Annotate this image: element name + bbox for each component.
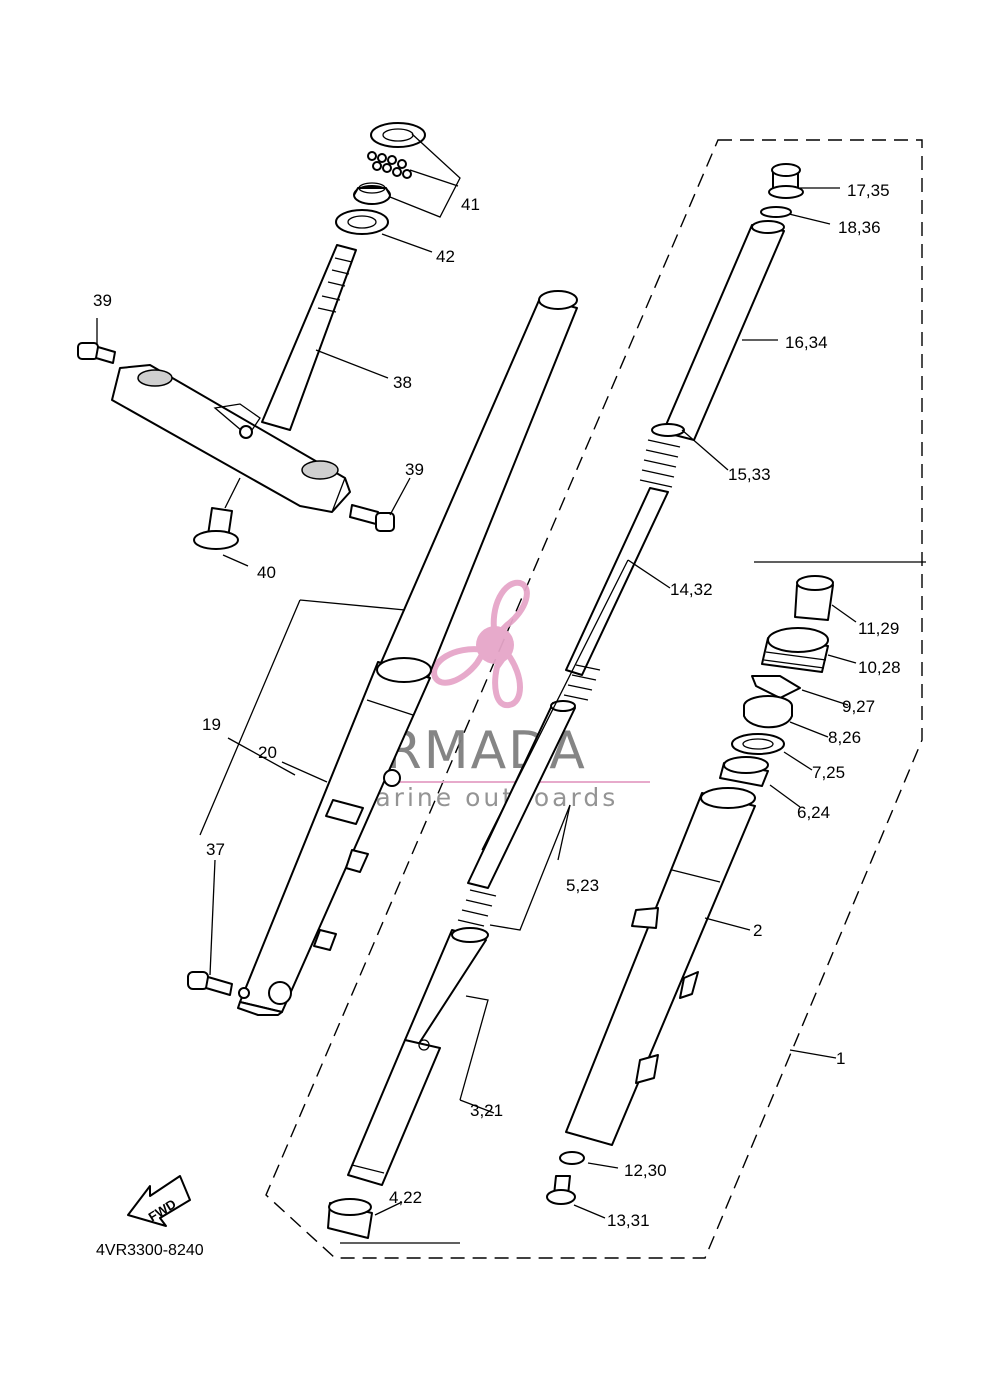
part-bolt-39b: [349, 504, 395, 532]
callout-6-24: 6,24: [797, 803, 830, 822]
callout-8-26: 8,26: [828, 728, 861, 747]
part-outer-tube-right: [565, 787, 756, 1146]
callout-37: 37: [206, 840, 225, 859]
callout-17-35: 17,35: [847, 181, 890, 200]
part-washer-7: [731, 733, 785, 755]
part-bushing-6: [719, 756, 769, 787]
callout-3-21: 3,21: [470, 1101, 503, 1120]
callout-12-30: 12,30: [624, 1161, 667, 1180]
part-clip-9: [751, 675, 801, 699]
part-cap-bolt: [768, 163, 804, 199]
callout-10-28: 10,28: [858, 658, 901, 677]
callout-labels: 41 42 39 38 39 40 17,35 18,36 16,34 15,3…: [93, 181, 901, 1230]
assembly-boundary-dashed: [265, 139, 923, 1259]
callout-5-23: 5,23: [566, 876, 599, 895]
callout-4-22: 4,22: [389, 1188, 422, 1207]
watermark-tagline: marine outboards: [348, 783, 618, 812]
fwd-arrow-icon: FWD: [127, 1175, 191, 1227]
callout-15-33: 15,33: [728, 465, 771, 484]
part-spring-seat: [651, 423, 685, 437]
part-oil-seal-10: [761, 627, 829, 673]
part-steering-stem: [261, 244, 357, 431]
callout-40: 40: [257, 563, 276, 582]
callout-19: 19: [202, 715, 221, 734]
part-bearing-race-lower: [335, 209, 389, 235]
callout-9-27: 9,27: [842, 697, 875, 716]
callout-14-32: 14,32: [670, 580, 713, 599]
callout-2: 2: [753, 921, 762, 940]
part-bolt-39a: [77, 342, 116, 364]
callout-39: 39: [93, 291, 112, 310]
part-drain-bolt-13: [546, 1175, 576, 1205]
callout-20: 20: [258, 743, 277, 762]
part-damper-rod: [457, 700, 576, 927]
part-bearing-balls: [367, 151, 412, 179]
callout-13-31: 13,31: [607, 1211, 650, 1230]
part-outer-tube-left: [237, 657, 432, 1016]
part-fork-spring: [563, 439, 681, 701]
drawing-code: 4VR3300-8240: [96, 1242, 204, 1259]
part-washer-8: [743, 695, 793, 729]
part-bushing-11: [794, 575, 834, 621]
callout-11-29: 11,29: [858, 619, 899, 638]
part-inner-tube-left: [379, 290, 578, 681]
part-bolt-37: [187, 971, 250, 999]
part-under-bracket: [111, 364, 351, 513]
part-bearing-cone: [353, 182, 391, 205]
part-spacer-tube: [662, 220, 785, 441]
callout-38: 38: [393, 373, 412, 392]
part-bushing: [327, 1198, 373, 1239]
callout-1: 1: [836, 1049, 845, 1068]
callout-39: 39: [405, 460, 424, 479]
callout-18-36: 18,36: [838, 218, 881, 237]
part-bearing-race-upper: [370, 122, 426, 148]
callout-16-34: 16,34: [785, 333, 828, 352]
callout-7-25: 7,25: [812, 763, 845, 782]
callout-41: 41: [461, 195, 480, 214]
callout-42: 42: [436, 247, 455, 266]
part-collar-40: [193, 507, 239, 550]
leader-lines: [96, 133, 926, 1244]
part-washer-12: [559, 1151, 585, 1165]
part-cylinder-lower: [347, 927, 489, 1186]
propeller-logo-icon: [431, 579, 530, 708]
part-o-ring-top: [760, 206, 792, 218]
